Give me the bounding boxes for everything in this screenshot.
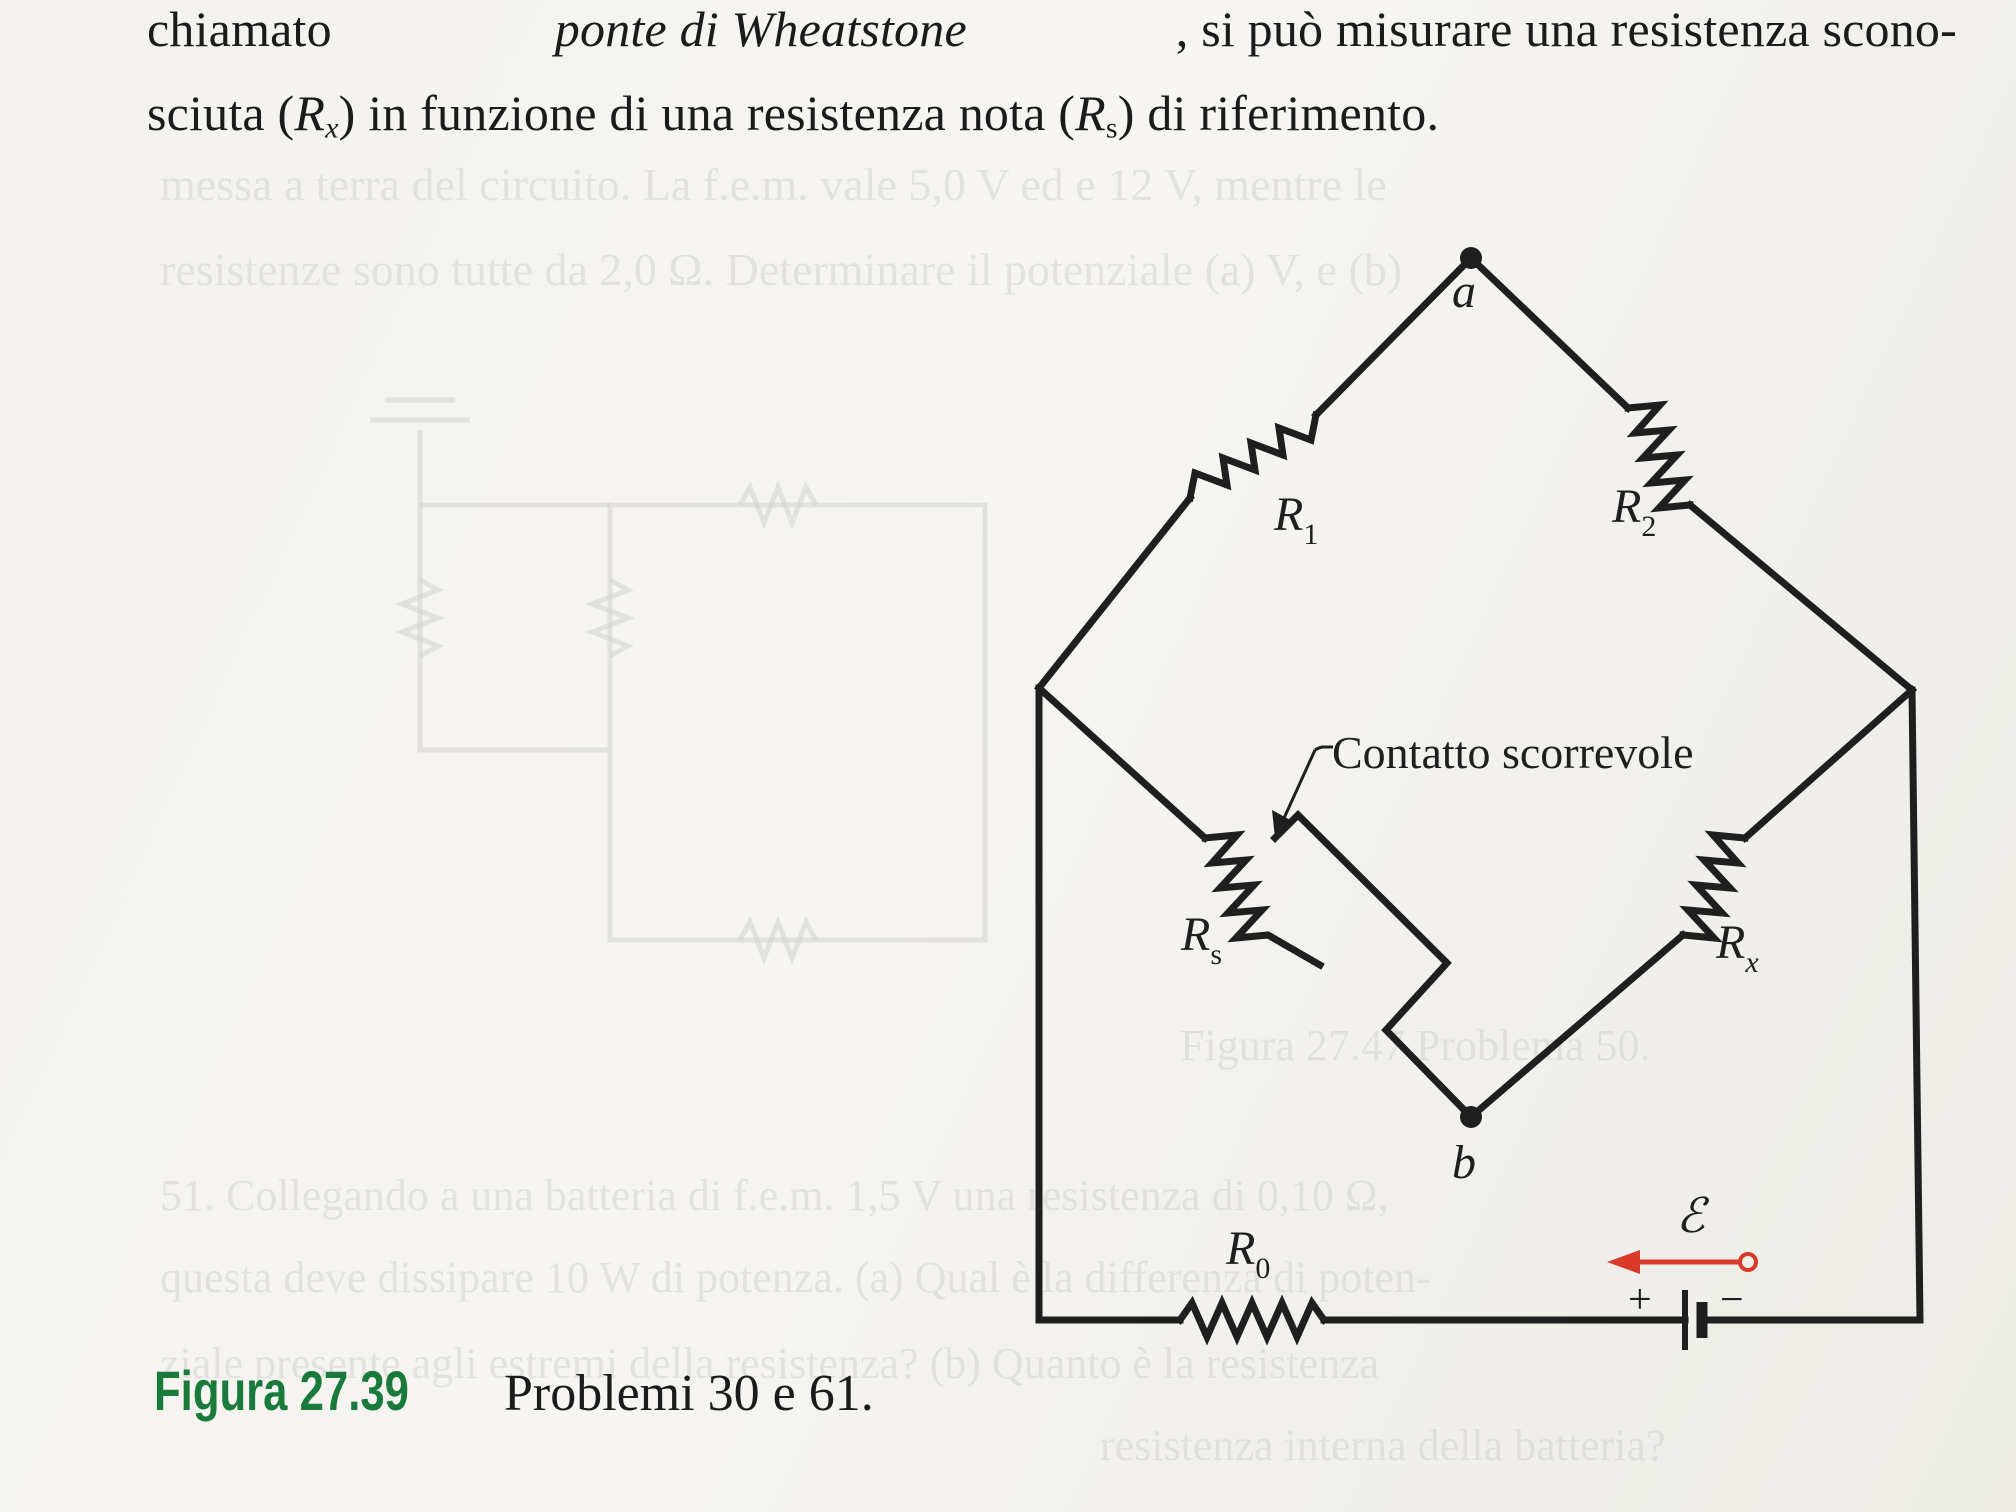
svg-text:51. Collegando a una batteria: 51. Collegando a una batteria di f.e.m. … [160, 1171, 1389, 1220]
resistor-rs-zigzag [1201, 830, 1325, 970]
symbol-subscript: x [325, 111, 339, 145]
bleed-through-background: messa a terra del circuito. La f.e.m. va… [160, 159, 1666, 1470]
text-segment: , si può misurare una resistenza scono- [1175, 1, 1957, 57]
svg-text:resistenza interna della batte: resistenza interna della batteria? [1100, 1421, 1666, 1470]
battery-plus-label: + [1628, 1277, 1652, 1323]
r1-label: R1 [1273, 488, 1318, 551]
resistor-r1-zigzag [1185, 410, 1321, 503]
slider-arrow-icon [1272, 810, 1294, 838]
figure-caption: Figura 27.39 Problemi 30 e 61. [154, 1358, 874, 1423]
svg-text:resistenze sono tutte da 2,0 Ω: resistenze sono tutte da 2,0 Ω. Determin… [160, 244, 1402, 295]
wire-left-corner-rs [1034, 683, 1210, 843]
r0-label: R0 [1225, 1222, 1270, 1285]
svg-text:ziale presente agli estremi de: ziale presente agli estremi della resist… [160, 1339, 1379, 1388]
wire-r2-right-corner [1685, 500, 1917, 695]
node-a-label: a [1452, 265, 1476, 318]
node-b-label: b [1452, 1136, 1476, 1189]
node-b-dot [1460, 1106, 1482, 1128]
wire-a-r1 [1311, 253, 1476, 420]
symbol-r: R [1075, 85, 1106, 141]
slider-contact-wire [1270, 810, 1476, 1122]
wire-right-corner-rx [1740, 685, 1917, 843]
node-a-dot [1460, 247, 1482, 269]
text-segment: ) di riferimento. [1117, 85, 1440, 141]
resistor-rx-zigzag [1679, 830, 1749, 943]
resistor-r0-zigzag [1175, 1294, 1329, 1346]
rx-label: Rx [1715, 916, 1759, 979]
body-text-line-1: chiamato ponte di Wheatstone , si può mi… [147, 4, 1957, 54]
slider-leader-line [1314, 745, 1333, 752]
caption-text: Problemi 30 e 61. [504, 1365, 874, 1422]
caption-figure-number: Figura 27.39 [154, 1359, 409, 1422]
battery-minus-label: − [1720, 1277, 1744, 1323]
current-arrow-tail-circle [1738, 1252, 1758, 1272]
text-segment: chiamato [147, 1, 332, 57]
r2-label: R2 [1611, 480, 1656, 543]
body-text-line-2: sciuta (Rx) in funzione di una resistenz… [147, 85, 1440, 143]
rs-label: Rs [1180, 908, 1222, 971]
svg-text:questa deve dissipare 10 W di: questa deve dissipare 10 W di potenza. (… [160, 1253, 1431, 1302]
wire-r1-left-corner [1034, 493, 1195, 693]
wire-outer-left [1035, 684, 1184, 1324]
symbol-subscript: s [1105, 111, 1118, 145]
wire-outer-right [1698, 686, 1924, 1324]
svg-text:messa a terra del circuito. La: messa a terra del circuito. La f.e.m. va… [160, 159, 1387, 210]
wire-rx-b [1466, 930, 1688, 1122]
symbol-r: R [294, 85, 326, 141]
text-segment: ) in funzione di una resistenza nota ( [338, 85, 1076, 141]
current-arrow-head-icon [1607, 1250, 1640, 1274]
wire-a-r2 [1466, 253, 1633, 413]
resistor-r2-zigzag [1624, 400, 1694, 513]
text-segment-italic: ponte di Wheatstone [554, 1, 967, 57]
text-segment: sciuta ( [147, 85, 295, 141]
slider-contact-label: Contatto scorrevole [1332, 727, 1694, 778]
emf-label: ℰ [1676, 1190, 1710, 1243]
